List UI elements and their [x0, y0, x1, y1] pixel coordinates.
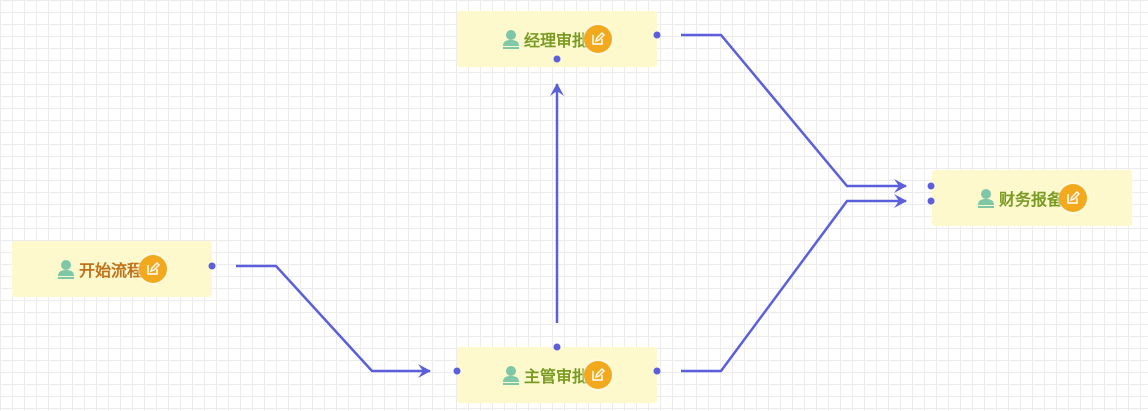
edge-manager-to-finance[interactable] [681, 33, 907, 193]
node-supervisor-approval[interactable]: 主管审批 [457, 347, 657, 403]
pencil-icon [1067, 191, 1080, 204]
edge-supervisor-to-finance[interactable] [681, 194, 907, 373]
anchor-finance-left-bottom[interactable] [927, 197, 935, 205]
person-icon [502, 30, 519, 49]
edit-icon[interactable] [584, 25, 612, 53]
person-icon [502, 366, 519, 385]
pencil-icon [147, 262, 160, 275]
edit-icon[interactable] [1059, 184, 1087, 212]
node-start-process[interactable]: 开始流程 [12, 241, 212, 297]
pencil-icon [592, 32, 605, 45]
anchor-finance-left-top[interactable] [927, 182, 935, 190]
node-label: 主管审批 [523, 367, 588, 386]
anchor-manager-right[interactable] [653, 31, 661, 39]
edit-icon[interactable] [139, 255, 167, 283]
node-finance-report[interactable]: 财务报备 [932, 170, 1132, 226]
node-label: 开始流程 [78, 261, 143, 280]
anchor-supervisor-right[interactable] [653, 367, 661, 375]
node-label: 财务报备 [998, 190, 1063, 209]
node-label: 经理审批 [523, 31, 588, 50]
node-manager-approval[interactable]: 经理审批 [457, 11, 657, 67]
anchor-supervisor-top[interactable] [553, 343, 561, 351]
pencil-icon [592, 368, 605, 381]
anchor-start-right[interactable] [208, 262, 216, 270]
person-icon [977, 189, 994, 208]
person-icon [57, 260, 74, 279]
anchor-supervisor-left[interactable] [453, 367, 461, 375]
anchor-manager-bottom[interactable] [553, 55, 561, 63]
edge-start-to-supervisor[interactable] [236, 264, 431, 378]
edit-icon[interactable] [584, 361, 612, 389]
